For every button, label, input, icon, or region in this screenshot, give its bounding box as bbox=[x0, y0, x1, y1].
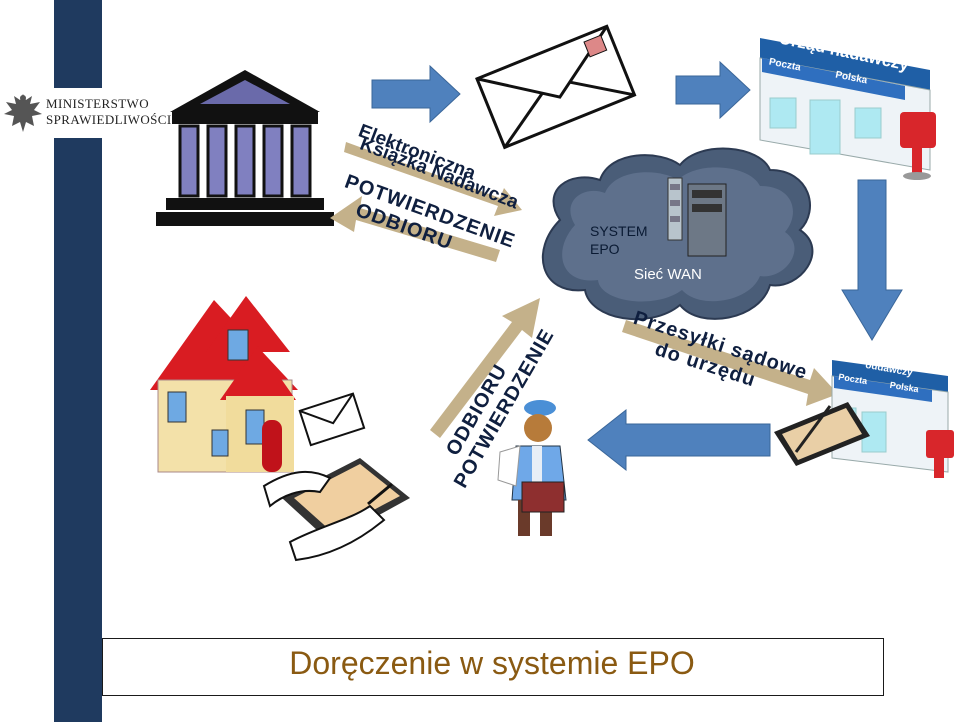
server-icon bbox=[667, 177, 727, 257]
page-title: Doręczenie w systemie EPO bbox=[289, 645, 695, 681]
arrow-court-to-envelope bbox=[371, 64, 461, 124]
arrow-office-to-postman bbox=[587, 408, 771, 472]
arrow-potwierdzenie-top bbox=[330, 196, 500, 262]
arrow-elektroniczna bbox=[344, 142, 522, 216]
arrow-potwierdzenie-diag bbox=[430, 298, 540, 438]
post-office-top-icon bbox=[759, 38, 936, 180]
arrow-office-down bbox=[841, 179, 903, 341]
court-building-icon bbox=[156, 70, 334, 226]
hands-tablet-icon bbox=[262, 458, 410, 562]
cloud-network-label: Sieć WAN bbox=[634, 266, 702, 283]
cloud-system-line2: EPO bbox=[590, 241, 620, 257]
ministry-logo: MINISTERSTWO SPRAWIEDLIWOŚCI bbox=[0, 88, 171, 138]
logo-line-1: MINISTERSTWO bbox=[46, 96, 150, 111]
postman-icon bbox=[497, 400, 567, 536]
post-office-bottom-icon bbox=[831, 360, 954, 478]
cloud-system-line1: SYSTEM bbox=[590, 223, 648, 239]
title-box bbox=[102, 638, 884, 696]
arrow-przesylki bbox=[622, 320, 838, 406]
house-icon bbox=[150, 296, 298, 473]
cloud-system-label: SYSTEM EPO bbox=[590, 222, 648, 258]
eagle-emblem-icon bbox=[4, 94, 42, 132]
arrow-envelope-to-office bbox=[675, 60, 751, 120]
tablet-signature-icon bbox=[774, 402, 870, 466]
envelope-icon bbox=[475, 24, 637, 150]
logo-line-2: SPRAWIEDLIWOŚCI bbox=[46, 112, 172, 127]
small-envelope-icon bbox=[298, 392, 366, 447]
